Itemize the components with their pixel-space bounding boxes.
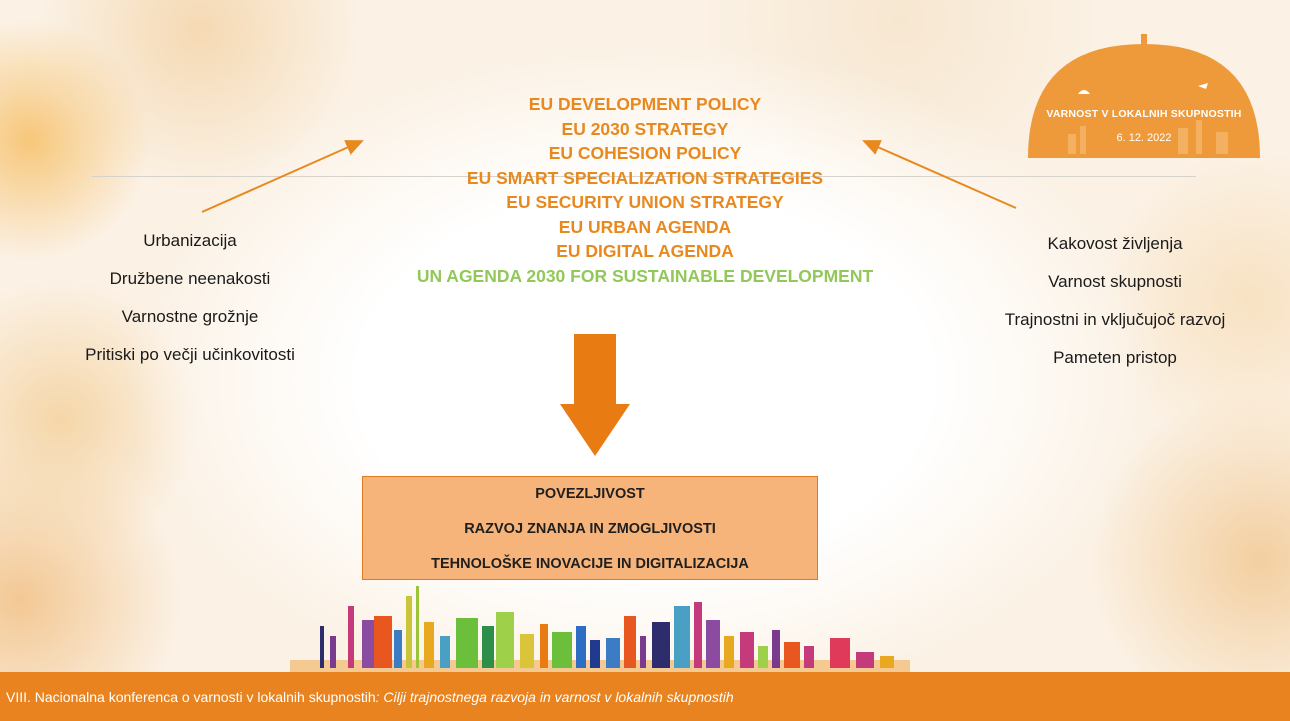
policy-item: EU URBAN AGENDA: [558, 216, 732, 237]
pillar-item: RAZVOJ ZNANJA IN ZMOGLJIVOSTI: [464, 521, 716, 537]
goal-item: Trajnostni in vključujoč razvoj: [1004, 310, 1226, 329]
policy-list: EU DEVELOPMENT POLICY EU 2030 STRATEGY E…: [290, 92, 1000, 288]
challenges-list: Urbanizacija Družbene neenakosti Varnost…: [20, 222, 360, 374]
city-skyline-illustration: [290, 586, 910, 672]
footer-bar: VIII. Nacionalna konferenca o varnosti v…: [0, 672, 1290, 721]
policy-item: EU DEVELOPMENT POLICY: [528, 94, 762, 114]
conference-logo: VARNOST V LOKALNIH SKUPNOSTIH 6. 12. 202…: [1028, 34, 1260, 158]
challenge-item: Varnostne grožnje: [121, 307, 259, 326]
challenge-item: Urbanizacija: [143, 231, 237, 250]
policy-item: EU DIGITAL AGENDA: [556, 241, 734, 261]
horizontal-divider: [92, 176, 1196, 177]
policy-item: EU 2030 STRATEGY: [561, 118, 729, 139]
policy-item-highlight: UN AGENDA 2030 FOR SUSTAINABLE DEVELOPME…: [416, 265, 874, 286]
challenge-item: Družbene neenakosti: [109, 269, 271, 288]
policy-item: EU SMART SPECIALIZATION STRATEGIES: [466, 167, 824, 188]
down-arrow-icon: [560, 334, 630, 456]
logo-date: 6. 12. 2022: [1116, 132, 1172, 144]
challenge-item: Pritiski po večji učinkovitosti: [85, 345, 295, 364]
footer-text: VIII. Nacionalna konferenca o varnosti v…: [6, 688, 376, 705]
policy-item: EU SECURITY UNION STRATEGY: [506, 192, 784, 212]
goal-item: Kakovost življenja: [1047, 234, 1183, 253]
policy-item: EU COHESION POLICY: [548, 143, 742, 163]
right-arrow: [862, 140, 1017, 209]
goal-item: Pameten pristop: [1053, 348, 1177, 367]
left-arrow: [201, 140, 364, 213]
pillars-box: POVEZLJIVOST RAZVOJ ZNANJA IN ZMOGLJIVOS…: [362, 476, 818, 580]
logo-title: VARNOST V LOKALNIH SKUPNOSTIH: [1046, 108, 1242, 120]
goals-list: Kakovost življenja Varnost skupnosti Tra…: [960, 225, 1270, 377]
pillar-item: POVEZLJIVOST: [535, 486, 645, 502]
pillar-item: TEHNOLOŠKE INOVACIJE IN DIGITALIZACIJA: [431, 556, 749, 572]
goal-item: Varnost skupnosti: [1048, 272, 1182, 291]
footer-subtitle: : Cilji trajnostnega razvoja in varnost …: [375, 688, 734, 705]
